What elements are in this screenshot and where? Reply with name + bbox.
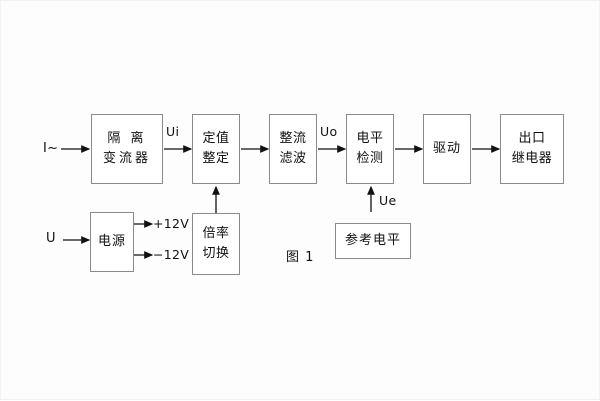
block-isolation-transformer-line1: 隔 离 [107,130,147,146]
signal-ue-label: Ue [379,193,397,208]
signal-ui-label: Ui [166,124,180,139]
signal-uo-label: Uo [320,124,338,139]
block-rectifier-filter-line1: 整流 [279,130,307,146]
block-level-detection-line2: 检测 [356,151,384,166]
block-reference-level-line1: 参考电平 [344,232,401,248]
block-power-supply-line1: 电源 [97,233,126,249]
block-reference-level: 参考电平 [335,223,411,259]
block-rectifier-filter: 整流 滤波 [269,114,317,184]
block-power-supply: 电源 [90,212,134,272]
block-drive-line1: 驱动 [432,140,461,156]
block-drive: 驱动 [423,114,471,184]
block-rectifier-filter-line2: 滤波 [279,151,307,166]
block-isolation-transformer: 隔 离 变流器 [91,114,163,184]
block-ratio-switch-line2: 切换 [202,246,230,261]
block-setpoint-adjust-line2: 整定 [202,151,230,166]
block-ratio-switch-line1: 倍率 [202,225,230,241]
block-output-relay-line2: 继电器 [511,151,553,166]
block-level-detection: 电平 检测 [346,114,394,184]
figure-caption: 图 1 [286,250,315,265]
block-setpoint-adjust: 定值 整定 [192,114,240,184]
block-output-relay: 出口 继电器 [500,114,564,184]
block-setpoint-adjust-line1: 定值 [202,130,230,146]
block-level-detection-line1: 电平 [356,130,384,146]
rail-negative-label: −12V [153,247,190,262]
input-voltage-label: U [46,231,56,246]
block-output-relay-line1: 出口 [518,130,546,146]
rail-positive-label: +12V [153,216,190,231]
input-current-label: I~ [43,141,59,156]
block-isolation-transformer-line2: 变流器 [102,151,151,166]
block-ratio-switch: 倍率 切换 [192,213,240,275]
